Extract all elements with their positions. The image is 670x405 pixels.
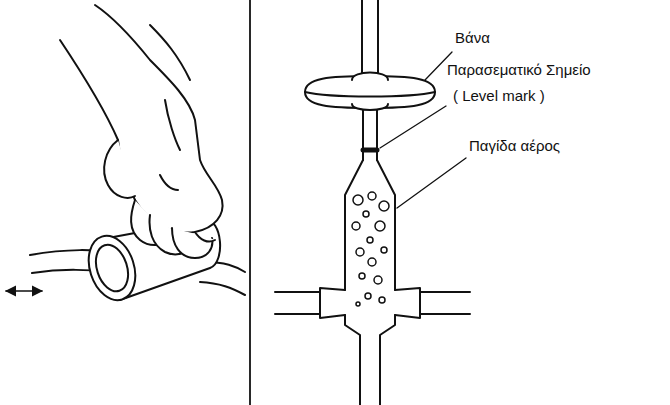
valve [305, 73, 435, 111]
part-label: Βάνα [454, 30, 491, 47]
divider [249, 0, 251, 405]
part-label: ( Level mark ) [452, 88, 546, 105]
hand [60, 5, 223, 258]
vertical-pipe [345, 0, 395, 405]
level-mark [363, 148, 377, 153]
motion-arrow [6, 290, 42, 292]
part-label: Παγίδα αέρος [468, 138, 561, 155]
air-bubbles [352, 192, 389, 306]
horizontal-pipe [275, 288, 470, 318]
part-label: Παρασεματικό Σημείο [446, 62, 592, 79]
